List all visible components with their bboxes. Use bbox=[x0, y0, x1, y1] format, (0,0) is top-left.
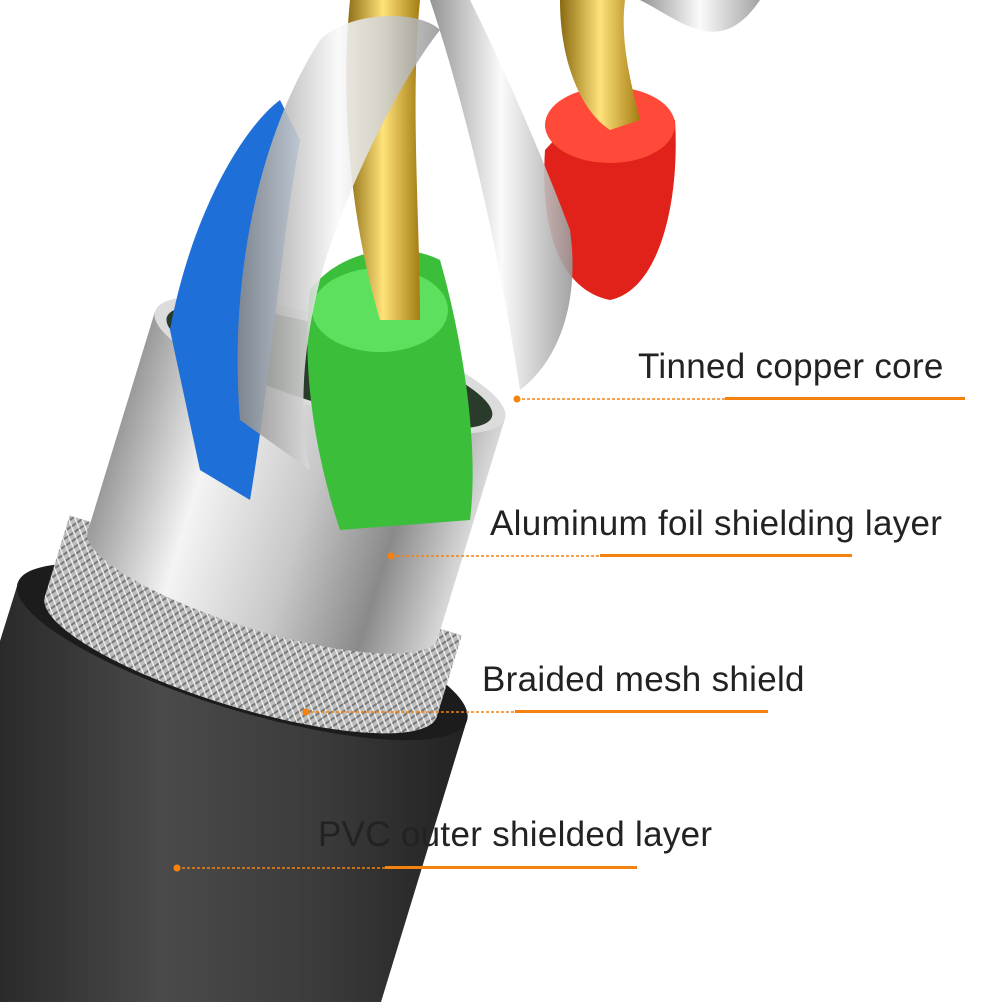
label-tinned-copper-core: Tinned copper core bbox=[638, 347, 944, 386]
label-aluminum-foil: Aluminum foil shielding layer bbox=[490, 504, 943, 543]
label-braided-mesh: Braided mesh shield bbox=[482, 660, 805, 699]
tinned-strands bbox=[237, 16, 440, 471]
label-pvc-outer: PVC outer shielded layer bbox=[318, 815, 713, 854]
inner-wires bbox=[170, 0, 760, 530]
callout-lines bbox=[173, 395, 965, 872]
